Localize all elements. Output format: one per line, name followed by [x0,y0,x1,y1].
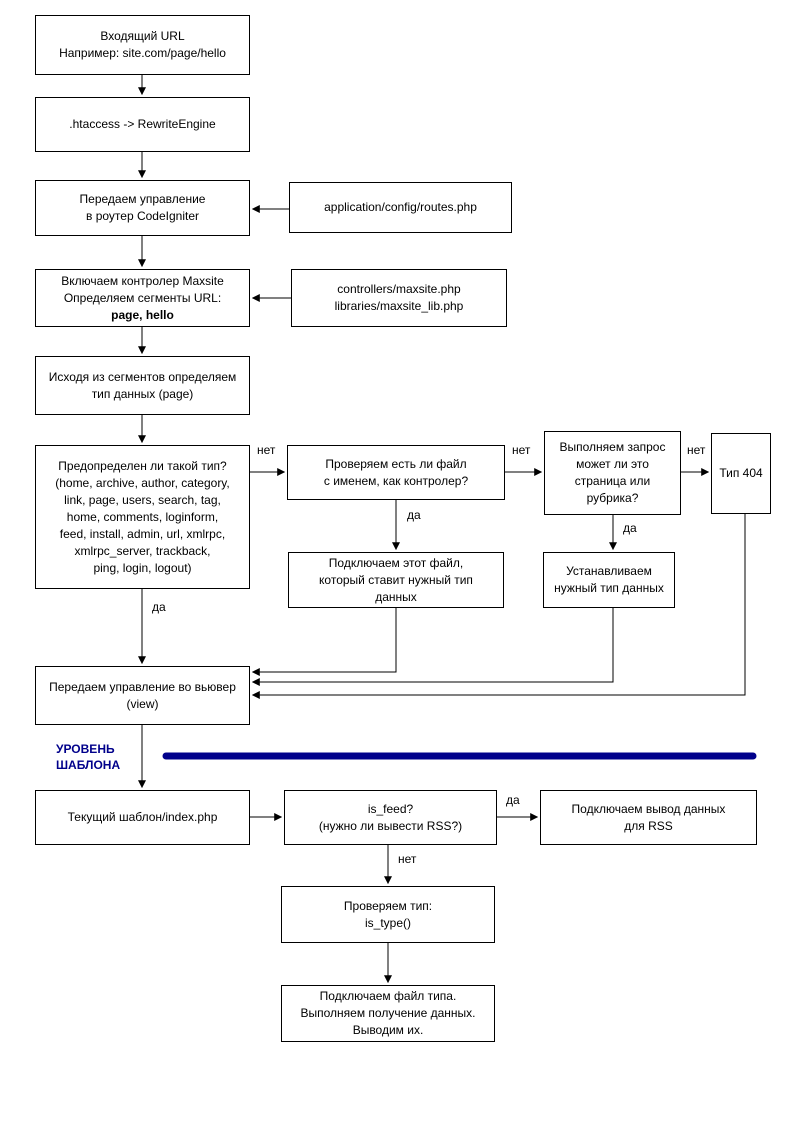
box-incoming-url: Входящий URL Например: site.com/page/hel… [35,15,250,75]
box-query-page-or-category: Выполняем запрос может ли это страница и… [544,431,681,515]
box-set-needed-type: Устанавливаем нужный тип данных [543,552,675,608]
maxsite-controller-text: Включаем контролер Maxsite Определяем се… [61,273,224,305]
maxsite-controller-segments: page, hello [111,307,174,322]
box-maxsite-controller: Включаем контролер Maxsite Определяем се… [35,269,250,327]
box-htaccess-rewrite: .htaccess -> RewriteEngine [35,97,250,152]
edge-label-yes-predefined: да [151,600,167,614]
box-rss-output: Подключаем вывод данных для RSS [540,790,757,845]
edge-label-yes-file: да [406,508,422,522]
box-routes-file: application/config/routes.php [289,182,512,233]
box-type-404: Тип 404 [711,433,771,514]
box-include-this-file: Подключаем этот файл, который ставит нуж… [288,552,504,608]
edge-label-yes-query: да [622,521,638,535]
box-current-template: Текущий шаблон/index.php [35,790,250,845]
box-maxsite-files: controllers/maxsite.php libraries/maxsit… [291,269,507,327]
edge-label-yes-feed: да [505,793,521,807]
box-is-feed: is_feed? (нужно ли вывести RSS?) [284,790,497,845]
box-predefined-type-check: Предопределен ли такой тип? (home, archi… [35,445,250,589]
box-check-controller-file: Проверяем есть ли файл с именем, как кон… [287,445,505,500]
template-level-label: УРОВЕНЬ ШАБЛОНА [56,742,121,772]
box-codeigniter-router: Передаем управление в роутер CodeIgniter [35,180,250,236]
edge-label-no-feed: нет [397,852,418,866]
box-viewer: Передаем управление во вьювер (view) [35,666,250,725]
edge-label-no-predefined: нет [256,443,277,457]
box-check-is-type: Проверяем тип: is_type() [281,886,495,943]
box-detect-data-type: Исходя из сегментов определяем тип данны… [35,356,250,415]
edge-label-no-file: нет [511,443,532,457]
edge-label-no-query: нет [686,443,707,457]
box-include-type-file: Подключаем файл типа. Выполняем получени… [281,985,495,1042]
